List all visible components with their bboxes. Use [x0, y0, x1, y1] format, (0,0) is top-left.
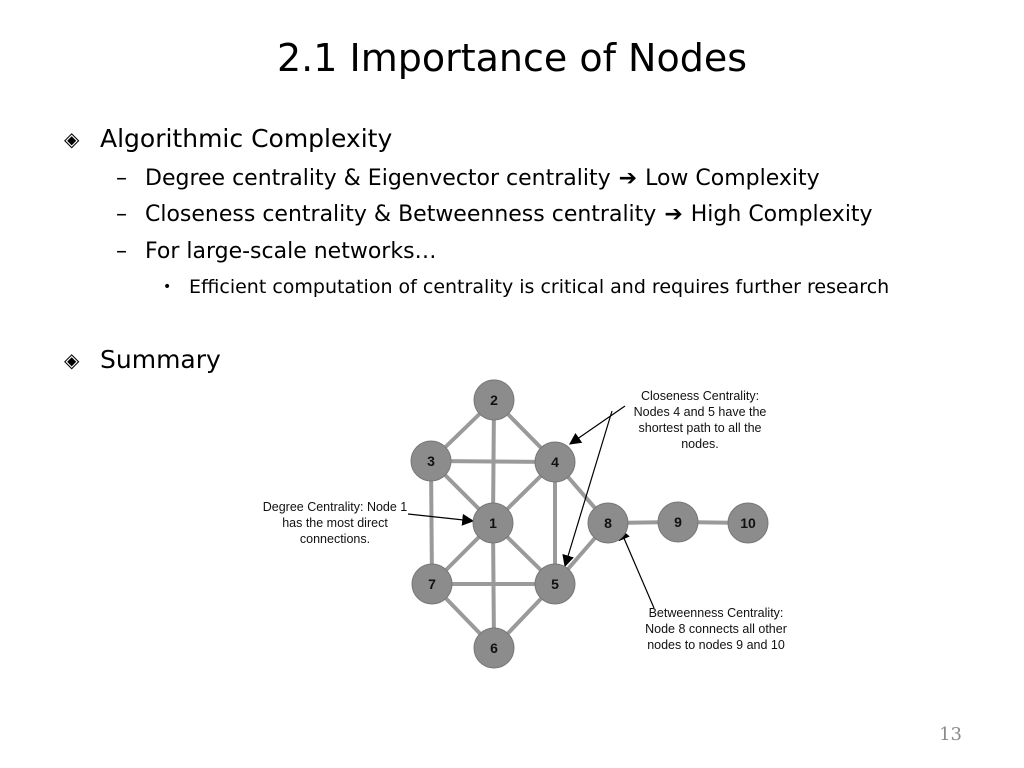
right-arrow-icon: ➔ [618, 166, 638, 191]
degree-annotation: Degree Centrality: Node 1 has the most di… [263, 500, 408, 546]
betweenness-annotation-line: Betweenness Centrality: [649, 606, 784, 620]
bullet-text: Efficient computation of centrality is c… [189, 276, 890, 298]
closeness-annotation-line: shortest path to all the [639, 421, 762, 435]
node-circle [727, 502, 769, 544]
dot-marker: • [163, 279, 172, 295]
betweenness-annotation: Betweenness Centrality: Node 8 connects a… [645, 606, 787, 652]
slide-title: 2.1 Importance of Nodes [276, 36, 748, 80]
bullet-result: High Complexity [690, 202, 873, 227]
bullet-heading: Summary [100, 345, 221, 374]
bullet-degree-eigenvector: – Degree centrality & Eigenvector centra… [116, 166, 820, 191]
network-diagram: 1 2 3 4 5 6 7 8 9 10 Closeness Centrality: Nodes 4… [263, 379, 787, 669]
node-5: 5 [534, 563, 576, 605]
bullet-text: For large-scale networks… [145, 239, 437, 264]
node-4: 4 [534, 441, 576, 483]
node-label: 7 [428, 576, 436, 592]
bullet-closeness-betweenness: – Closeness centrality & Betweenness cen… [116, 202, 873, 227]
betweenness-annotation-line: nodes to nodes 9 and 10 [647, 638, 785, 652]
node-circle [410, 440, 452, 482]
node-label: 10 [740, 515, 756, 531]
closeness-annotation-line: Nodes 4 and 5 have the [634, 405, 767, 419]
node-label: 6 [490, 640, 498, 656]
node-label: 4 [551, 454, 559, 470]
edge-3-4 [430, 459, 556, 464]
node-circle [534, 563, 576, 605]
degree-annotation-line: Degree Centrality: Node 1 [263, 500, 408, 514]
node-circle [411, 563, 453, 605]
node-label: 8 [604, 515, 612, 531]
bullet-large-scale: – For large-scale networks… [116, 239, 437, 264]
bullet-text: Degree centrality & Eigenvector centrali… [145, 166, 611, 191]
node-circle [534, 441, 576, 483]
bullet-algorithmic-complexity: ◈ Algorithmic Complexity [64, 124, 392, 153]
betweenness-annotation-line: Node 8 connects all other [645, 622, 787, 636]
closeness-arrow-to-5 [562, 410, 613, 568]
diamond-outline-icon: ◈ [64, 126, 80, 151]
node-circle [473, 627, 515, 669]
node-1: 1 [472, 502, 514, 544]
right-arrow-icon: ➔ [664, 202, 683, 227]
node-9: 9 [657, 501, 699, 543]
dash-marker: – [116, 202, 127, 227]
node-label: 1 [489, 515, 497, 531]
closeness-annotation-line: nodes. [681, 437, 719, 451]
closeness-arrow-to-4 [569, 405, 626, 445]
bullet-efficient-computation: • Efficient computation of centrality is… [163, 276, 889, 298]
closeness-annotation: Closeness Centrality: Nodes 4 and 5 have … [634, 389, 767, 451]
bullet-text: Closeness centrality & Betweenness centr… [145, 202, 657, 227]
node-8: 8 [587, 502, 629, 544]
diamond-outline-icon: ◈ [64, 347, 80, 372]
node-10: 10 [727, 502, 769, 544]
bullet-heading: Algorithmic Complexity [100, 124, 393, 153]
bullet-result: Low Complexity [645, 166, 820, 191]
degree-annotation-line: has the most direct [282, 516, 388, 530]
node-label: 2 [490, 392, 498, 408]
node-label: 3 [427, 453, 435, 469]
node-circle [587, 502, 629, 544]
dash-marker: – [116, 239, 127, 264]
node-3: 3 [410, 440, 452, 482]
dash-marker: – [116, 166, 127, 191]
node-circle [472, 502, 514, 544]
degree-annotation-line: connections. [300, 532, 370, 546]
closeness-annotation-line: Closeness Centrality: [641, 389, 759, 403]
node-circle [473, 379, 515, 421]
node-label: 5 [551, 576, 559, 592]
betweenness-arrow-to-8 [618, 527, 655, 609]
bullet-summary: ◈ Summary [64, 345, 221, 374]
annotation-arrows [407, 405, 655, 609]
degree-arrow-to-1 [407, 513, 475, 526]
page-number: 13 [939, 724, 962, 745]
node-7: 7 [411, 563, 453, 605]
node-circle [657, 501, 699, 543]
node-6: 6 [473, 627, 515, 669]
node-2: 2 [473, 379, 515, 421]
node-label: 9 [674, 514, 682, 530]
edge-3-7 [429, 460, 434, 585]
nodes: 1 2 3 4 5 6 7 8 9 10 [410, 379, 769, 669]
annotation-labels: Closeness Centrality: Nodes 4 and 5 have … [263, 389, 787, 652]
